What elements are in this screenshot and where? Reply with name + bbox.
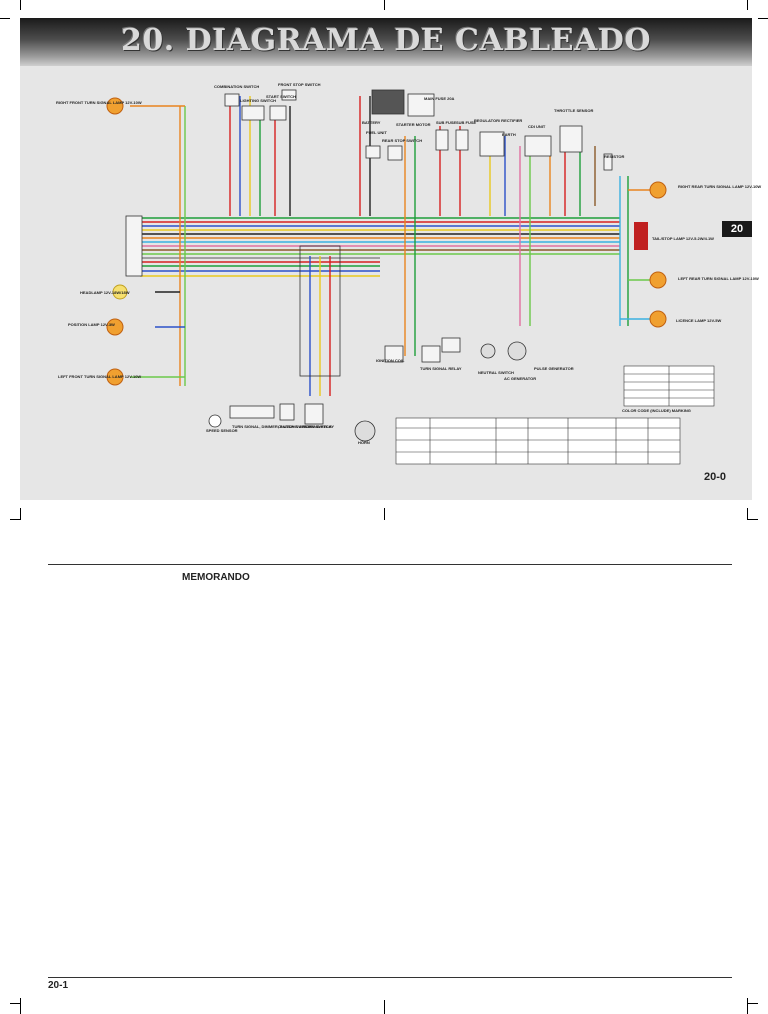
label-turn-signal-relay: TURN SIGNAL RELAY — [420, 366, 462, 371]
label-front-stop-switch: FRONT STOP SWITCH — [278, 82, 321, 87]
crop-mark — [384, 0, 385, 10]
memo-heading: MEMORANDO — [182, 572, 250, 583]
label-position-lamp: POSITION LAMP 12V-3W — [68, 322, 115, 327]
label-starter-motor: STARTER MOTOR — [396, 122, 431, 127]
crop-mark — [384, 508, 385, 520]
memo-rule-bottom — [48, 977, 732, 978]
crop-mark — [747, 0, 748, 10]
wiring-diagram — [106, 89, 715, 465]
label-speed-sensor: SPEED SENSOR — [206, 428, 238, 433]
title-band — [20, 18, 752, 66]
label-clutch-switch: CLUTCH SWITCH — [278, 424, 312, 429]
label-sub-fuse-2: SUB FUSE — [456, 120, 477, 125]
label-rear-stop-switch: REAR STOP SWITCH — [382, 138, 423, 143]
label-neutral-switch: NEUTRAL SWITCH — [478, 370, 514, 375]
crop-mark — [10, 1003, 20, 1004]
label-turn-signal-dimmer: TURN SIGNAL, DIMMER, PASSING & HORN SWIT… — [232, 424, 332, 429]
label-earth: EARTH — [502, 132, 516, 137]
label-main-fuse: MAIN FUSE 20A — [424, 96, 455, 101]
label-ac-generator: AC GENERATOR — [504, 376, 537, 381]
crop-mark — [748, 519, 758, 520]
harness-bundle — [140, 217, 620, 277]
lamp-feed-wires — [130, 105, 650, 378]
label-cdi-unit: CDI UNIT — [528, 124, 546, 129]
label-battery: BATTERY — [362, 120, 381, 125]
label-passing-relay: PASSING RELAY — [302, 424, 335, 429]
crop-mark — [0, 18, 10, 19]
label-color-code: COLOR CODE (INCLUDE) MARKING — [622, 408, 691, 413]
crop-mark — [758, 18, 768, 19]
crop-mark — [20, 508, 21, 520]
switch-tables — [395, 365, 715, 465]
label-lighting-switch: LIGHTING SWITCH — [240, 98, 276, 103]
round-components — [208, 341, 527, 442]
label-licence-lamp: LICENCE LAMP 12V-5W — [676, 318, 722, 323]
crop-mark — [20, 998, 21, 1014]
label-throttle-sensor: THROTTLE SENSOR — [554, 108, 594, 113]
section-tab: 20 — [722, 221, 752, 237]
label-left-front-turn: LEFT FRONT TURN SIGNAL LAMP 12V-10W — [58, 374, 142, 379]
label-resistor: RESISTOR — [604, 154, 625, 159]
label-horn: HORN — [358, 440, 370, 445]
label-pulse-generator: PULSE GENERATOR — [534, 366, 574, 371]
label-headlamp: HEADLAMP 12V-18W/18W — [80, 290, 130, 295]
crop-mark — [747, 508, 748, 520]
label-fuel-unit: FUEL UNIT — [366, 130, 387, 135]
label-regulator: REGULATOR/ RECTIFIER — [474, 118, 523, 123]
crop-mark — [10, 519, 20, 520]
label-sub-fuse-1: SUB FUSE — [436, 120, 457, 125]
component-boxes — [125, 89, 613, 425]
page-title: 20. DIAGRAMA DE CABLEADO — [121, 23, 651, 58]
label-left-rear-turn: LEFT REAR TURN SIGNAL LAMP 12V-10W — [678, 276, 759, 281]
crop-mark — [384, 1000, 385, 1014]
label-right-rear-turn: RIGHT REAR TURN SIGNAL LAMP 12V-10W — [678, 184, 762, 189]
page-number-top: 20-0 — [704, 471, 727, 483]
memo-rule-top — [48, 564, 732, 565]
crop-mark — [748, 1003, 758, 1004]
lamp-icons — [106, 97, 667, 386]
label-start-switch: START SWITCH — [266, 94, 296, 99]
page-number-bottom: 20-1 — [48, 980, 69, 991]
label-right-front-turn: RIGHT FRONT TURN SIGNAL LAMP 12V-10W — [56, 100, 142, 105]
crop-mark — [747, 998, 748, 1014]
crop-mark — [20, 0, 21, 10]
label-ignition-coil: IGNITION COIL — [376, 358, 405, 363]
label-tail-stop: TAIL/STOP LAMP 12V-5.2W/4.1W — [652, 236, 714, 241]
label-combination-switch: COMBINATION SWITCH — [214, 84, 260, 89]
